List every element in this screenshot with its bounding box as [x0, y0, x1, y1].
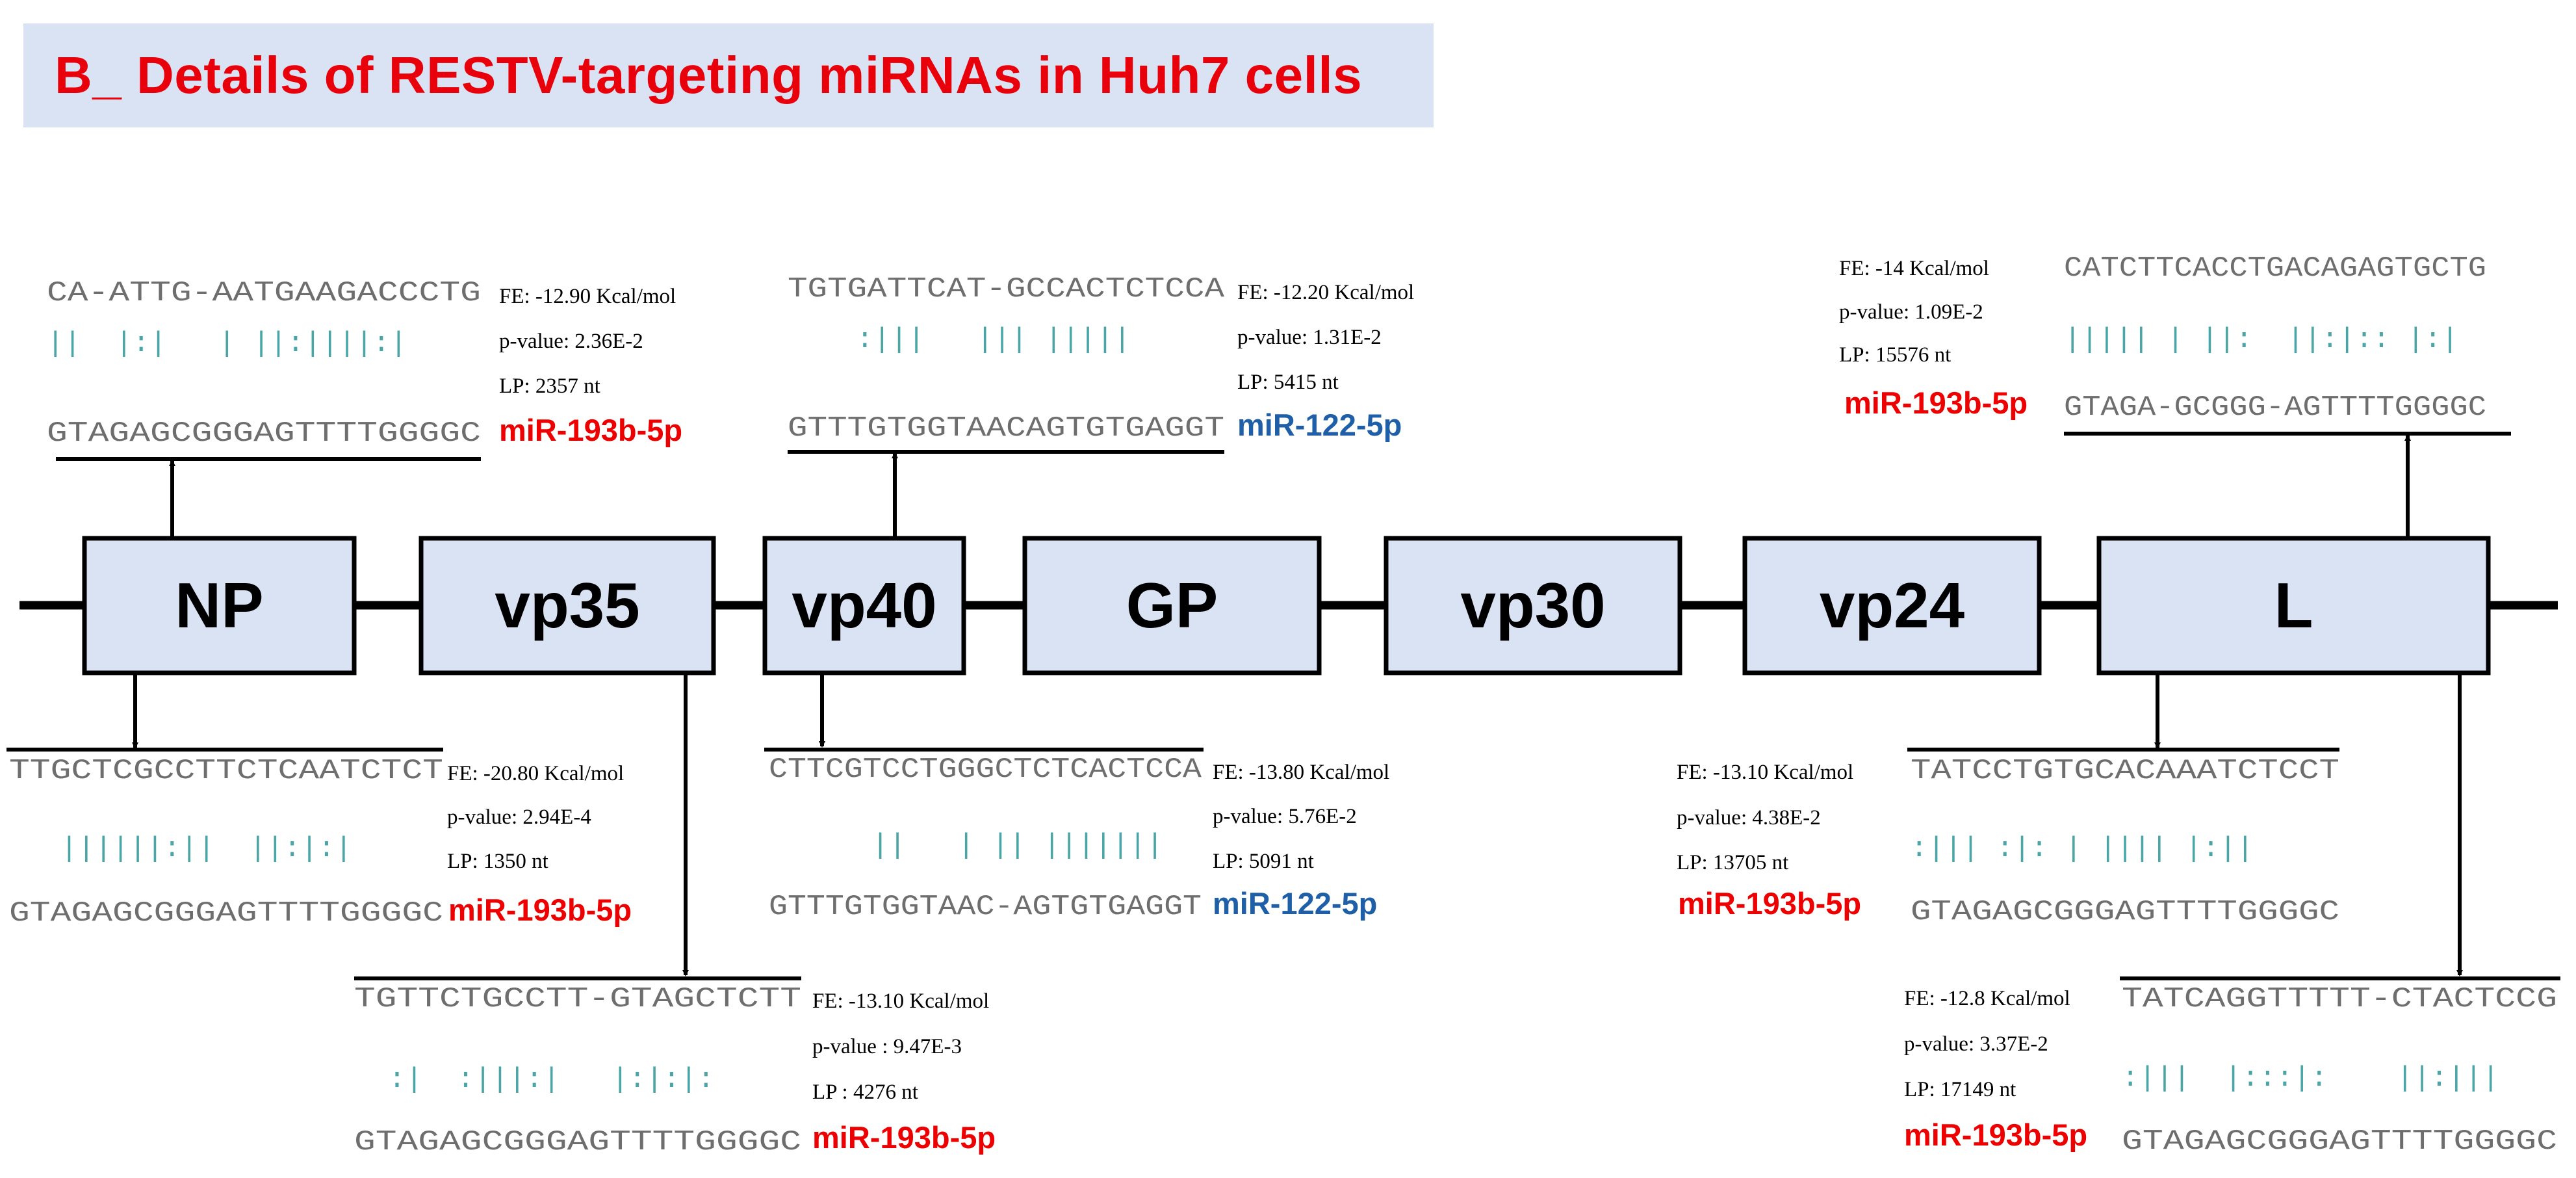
binding-site-vp40-above: TGTGATTCAT-GCCACTCTCCA :||| ||| ||||| GTT… [788, 273, 1414, 538]
free-energy-label: FE: -20.80 Kcal/mol [447, 762, 624, 785]
pairing-line: :||| :|: | |||| |:|| [1911, 833, 2254, 865]
pairing-line: ||||| | ||: ||:|:: |:| [2064, 324, 2458, 356]
pairing-line: || |:| | ||:||||:| [47, 328, 407, 360]
binding-site-vp35-below: TGTTCTGCCTT-GTAGCTCTT :| :|||:| |:|:|: GT… [354, 673, 996, 1158]
gene-box [762, 536, 966, 675]
free-energy-label: FE: -12.20 Kcal/mol [1237, 281, 1414, 304]
gene-label: GP [1126, 569, 1218, 641]
target-sequence: TTGCTCGCCTTCTCAATCTCT [9, 755, 443, 787]
mirna-sequence: GTAGAGCGGGAGTTTTGGGGC [47, 417, 481, 450]
target-sequence: TGTGATTCAT-GCCACTCTCCA [788, 273, 1225, 306]
binding-site-np-below: TTGCTCGCCTTCTCAATCTCT ||||||:|| ||:|:| GT… [6, 673, 632, 930]
mirna-name: miR-193b-5p [448, 893, 632, 927]
gene-box [1742, 536, 2042, 675]
pairing-line: ||||||:|| ||:|:| [9, 833, 352, 865]
mirna-name: miR-193b-5p [1844, 386, 2028, 420]
gene-gp: GP [1022, 536, 1322, 675]
p-value-label: p-value: 1.09E-2 [1839, 300, 1983, 324]
free-energy-label: FE: -13.10 Kcal/mol [1677, 761, 1853, 784]
gene-box [419, 536, 716, 675]
p-value-label: p-value : 9.47E-3 [812, 1035, 962, 1058]
free-energy-label: FE: -12.90 Kcal/mol [499, 285, 676, 308]
p-value-label: p-value: 4.38E-2 [1677, 806, 1821, 830]
binding-site-vp40-below: CTTCGTCCTGGGCTCTCACTCCA || | || ||||||| G… [764, 673, 1389, 923]
gene-vp40: vp40 [762, 536, 966, 675]
title-banner: B_ Details of RESTV-targeting miRNAs in … [23, 23, 1434, 127]
loop-position-label: LP: 13705 nt [1677, 851, 1788, 874]
pairing-line: :||| ||| ||||| [788, 324, 1131, 356]
mirna-name: miR-193b-5p [812, 1120, 996, 1155]
pairing-line: :| :|||:| |:|:|: [354, 1064, 715, 1096]
free-energy-label: FE: -14 Kcal/mol [1839, 257, 1989, 280]
loop-position-label: LP: 5415 nt [1237, 371, 1339, 394]
page-title: B_ Details of RESTV-targeting miRNAs in … [55, 46, 1363, 104]
free-energy-label: FE: -12.8 Kcal/mol [1904, 987, 2070, 1010]
gene-box [2096, 536, 2491, 675]
mirna-name: miR-193b-5p [1904, 1118, 2087, 1152]
gene-box [82, 536, 357, 675]
target-sequence: CTTCGTCCTGGGCTCTCACTCCA [769, 753, 1202, 786]
mirna-sequence: GTAGA-GCGGG-AGTTTTGGGGC [2064, 391, 2486, 424]
loop-position-label: LP : 4276 nt [812, 1080, 918, 1104]
mirna-name: miR-193b-5p [499, 413, 682, 447]
mirna-name: miR-193b-5p [1678, 886, 1861, 921]
mirna-sequence: GTTTGTGGTAAC-AGTGTGAGGT [769, 891, 1202, 923]
gene-label: NP [175, 569, 263, 641]
loop-position-label: LP: 17149 nt [1904, 1078, 2016, 1101]
gene-vp24: vp24 [1742, 536, 2042, 675]
binding-site-l-below: TATCCTGTGCACAAATCTCCT :||| :|: | |||| |:|… [1677, 673, 2339, 928]
p-value-label: p-value: 2.94E-4 [447, 805, 591, 829]
pairing-line: || | || ||||||| [769, 830, 1163, 862]
gene-l: L [2096, 536, 2491, 675]
binding-site-l-above: CATCTTCACCTGACAGAGTGCTG ||||| | ||: ||:|:… [1839, 252, 2511, 538]
gene-box [1022, 536, 1322, 675]
gene-vp30: vp30 [1384, 536, 1682, 675]
target-sequence: TGTTCTGCCTT-GTAGCTCTT [354, 983, 801, 1015]
gene-box [1384, 536, 1682, 675]
loop-position-label: LP: 15576 nt [1839, 343, 1951, 367]
gene-np: NP [82, 536, 357, 675]
p-value-label: p-value: 2.36E-2 [499, 330, 643, 353]
gene-label: L [2274, 569, 2313, 641]
binding-site-np-above: CA-ATTG-AATGAAGACCCTG || |:| | ||:||||:| G… [47, 277, 682, 538]
gene-label: vp30 [1460, 569, 1605, 641]
gene-label: vp40 [792, 569, 936, 641]
target-sequence: TATCAGGTTTTT-CTACTCCG [2122, 983, 2557, 1015]
p-value-label: p-value: 5.76E-2 [1213, 805, 1357, 828]
target-sequence: TATCCTGTGCACAAATCTCCT [1911, 755, 2339, 787]
mirna-sequence: GTAGAGCGGGAGTTTTGGGGC [2122, 1125, 2557, 1158]
target-sequence: CATCTTCACCTGACAGAGTGCTG [2064, 252, 2486, 285]
loop-position-label: LP: 5091 nt [1213, 850, 1314, 873]
target-sequence: CA-ATTG-AATGAAGACCCTG [47, 277, 481, 309]
mirna-sequence: GTAGAGCGGGAGTTTTGGGGC [9, 897, 443, 930]
free-energy-label: FE: -13.10 Kcal/mol [812, 989, 989, 1013]
mirna-name: miR-122-5p [1213, 886, 1377, 921]
gene-label: vp35 [495, 569, 639, 641]
mirna-sequence: GTAGAGCGGGAGTTTTGGGGC [1911, 896, 2339, 928]
mirna-sequence: GTTTGTGGTAACAGTGTGAGGT [788, 412, 1224, 445]
gene-vp35: vp35 [419, 536, 716, 675]
free-energy-label: FE: -13.80 Kcal/mol [1213, 761, 1389, 784]
p-value-label: p-value: 3.37E-2 [1904, 1032, 2048, 1056]
mirna-sequence: GTAGAGCGGGAGTTTTGGGGC [354, 1126, 801, 1158]
loop-position-label: LP: 2357 nt [499, 374, 600, 398]
mirna-name: miR-122-5p [1237, 408, 1402, 442]
gene-label: vp24 [1820, 569, 1964, 641]
pairing-line: :||| |:::|: ||:||| [2122, 1062, 2499, 1095]
loop-position-label: LP: 1350 nt [447, 850, 548, 873]
binding-site-l-below: TATCAGGTTTTT-CTACTCCG:||| |:::|: ||:|||G… [1904, 673, 2560, 1158]
p-value-label: p-value: 1.31E-2 [1237, 326, 1382, 349]
